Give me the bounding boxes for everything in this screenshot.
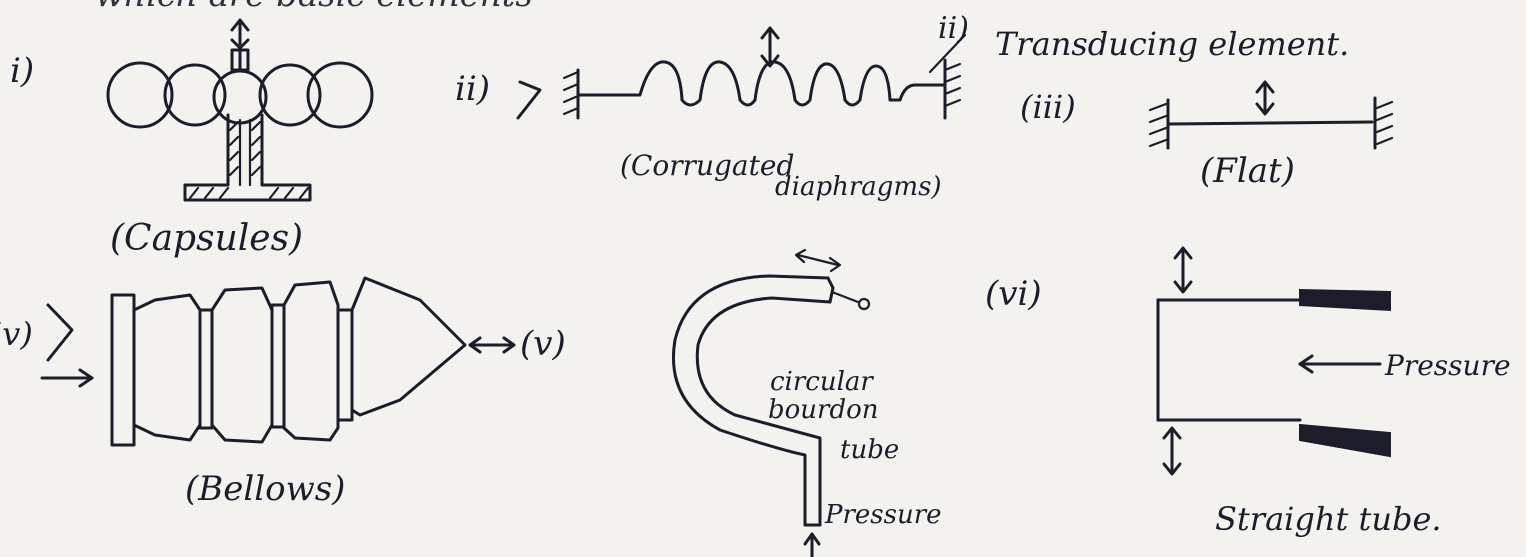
flat-caption: (Flat)	[1200, 151, 1295, 191]
capsules-numeral: i)	[10, 51, 34, 91]
bellows-pointer-mark	[48, 305, 72, 360]
straight-numeral: (vi)	[985, 274, 1042, 314]
straight-pressure-label: Pressure	[1384, 349, 1511, 382]
corrugated-numeral: ii)	[455, 69, 490, 109]
flat-diaphragm-drawing	[1150, 82, 1392, 148]
transducing-note-text: Transducing element.	[995, 25, 1349, 63]
bourdon-pressure-label: Pressure	[824, 500, 942, 530]
bourdon-label-line2: bourdon	[768, 395, 879, 425]
v-numeral: (v)	[520, 324, 566, 364]
bourdon-label-line1: circular	[770, 367, 874, 397]
flat-numeral: (iii)	[1020, 88, 1076, 126]
corrugated-caption-line1: (Corrugated	[620, 149, 794, 182]
transducing-numeral: ii)	[938, 11, 969, 46]
corrugated-diaphragm-drawing	[564, 28, 965, 118]
capsules-drawing	[108, 20, 372, 200]
bourdon-label-line3: tube	[840, 435, 899, 465]
bellows-numeral: iv)	[0, 315, 33, 353]
straight-tube-drawing	[1158, 248, 1390, 474]
bellows-caption: (Bellows)	[185, 469, 345, 509]
capsules-caption: (Capsules)	[110, 218, 303, 259]
header-partial-text: which are basic elements	[95, 0, 533, 15]
corrugated-caption-line2: diaphragms)	[775, 172, 942, 202]
bellows-input-arrow	[42, 370, 92, 386]
corrugated-pointer-mark	[518, 82, 540, 118]
bellows-drawing	[112, 278, 465, 445]
straight-caption: Straight tube.	[1215, 500, 1442, 538]
bellows-output-arrow	[470, 338, 514, 352]
